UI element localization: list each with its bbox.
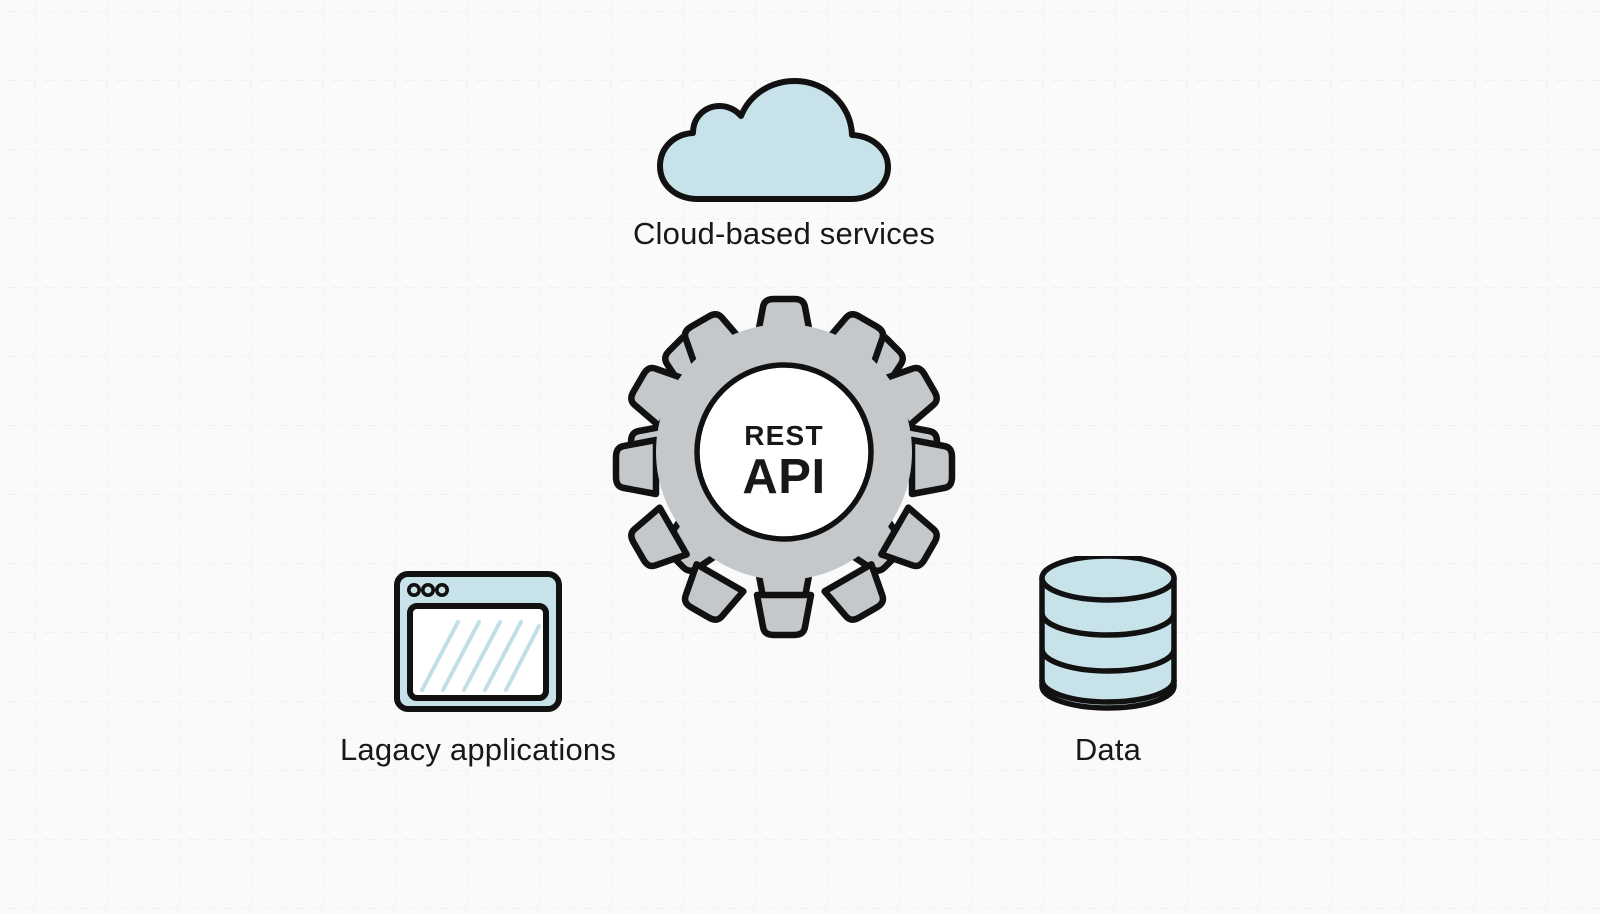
gear-label-api: API [742,450,825,504]
node-rest-api-hub[interactable]: REST API [604,295,964,640]
window-dot-2 [421,582,436,597]
node-label-cloud: Cloud-based services [632,216,936,251]
db-ring-2 [1039,648,1177,674]
node-cloud-based-services[interactable]: Cloud-based services [628,78,940,252]
db-ring-1 [1039,612,1177,638]
window-dot-1 [407,582,422,597]
db-top-ellipse [1039,556,1177,603]
node-legacy-applications[interactable]: Lagacy applications [330,568,626,768]
browser-window-icon [394,571,562,712]
node-label-data: Data [1074,732,1142,767]
window-shine-lines [420,620,541,692]
gear-icon: REST API [612,295,956,639]
node-label-legacy: Lagacy applications [339,732,617,767]
db-ring-3 [1039,679,1177,705]
gear-label-rest: REST [744,420,823,451]
database-cylinder-icon [1039,556,1177,711]
cloud-icon [657,78,891,202]
window-dot-3 [435,582,450,597]
node-data[interactable]: Data [1000,556,1216,768]
